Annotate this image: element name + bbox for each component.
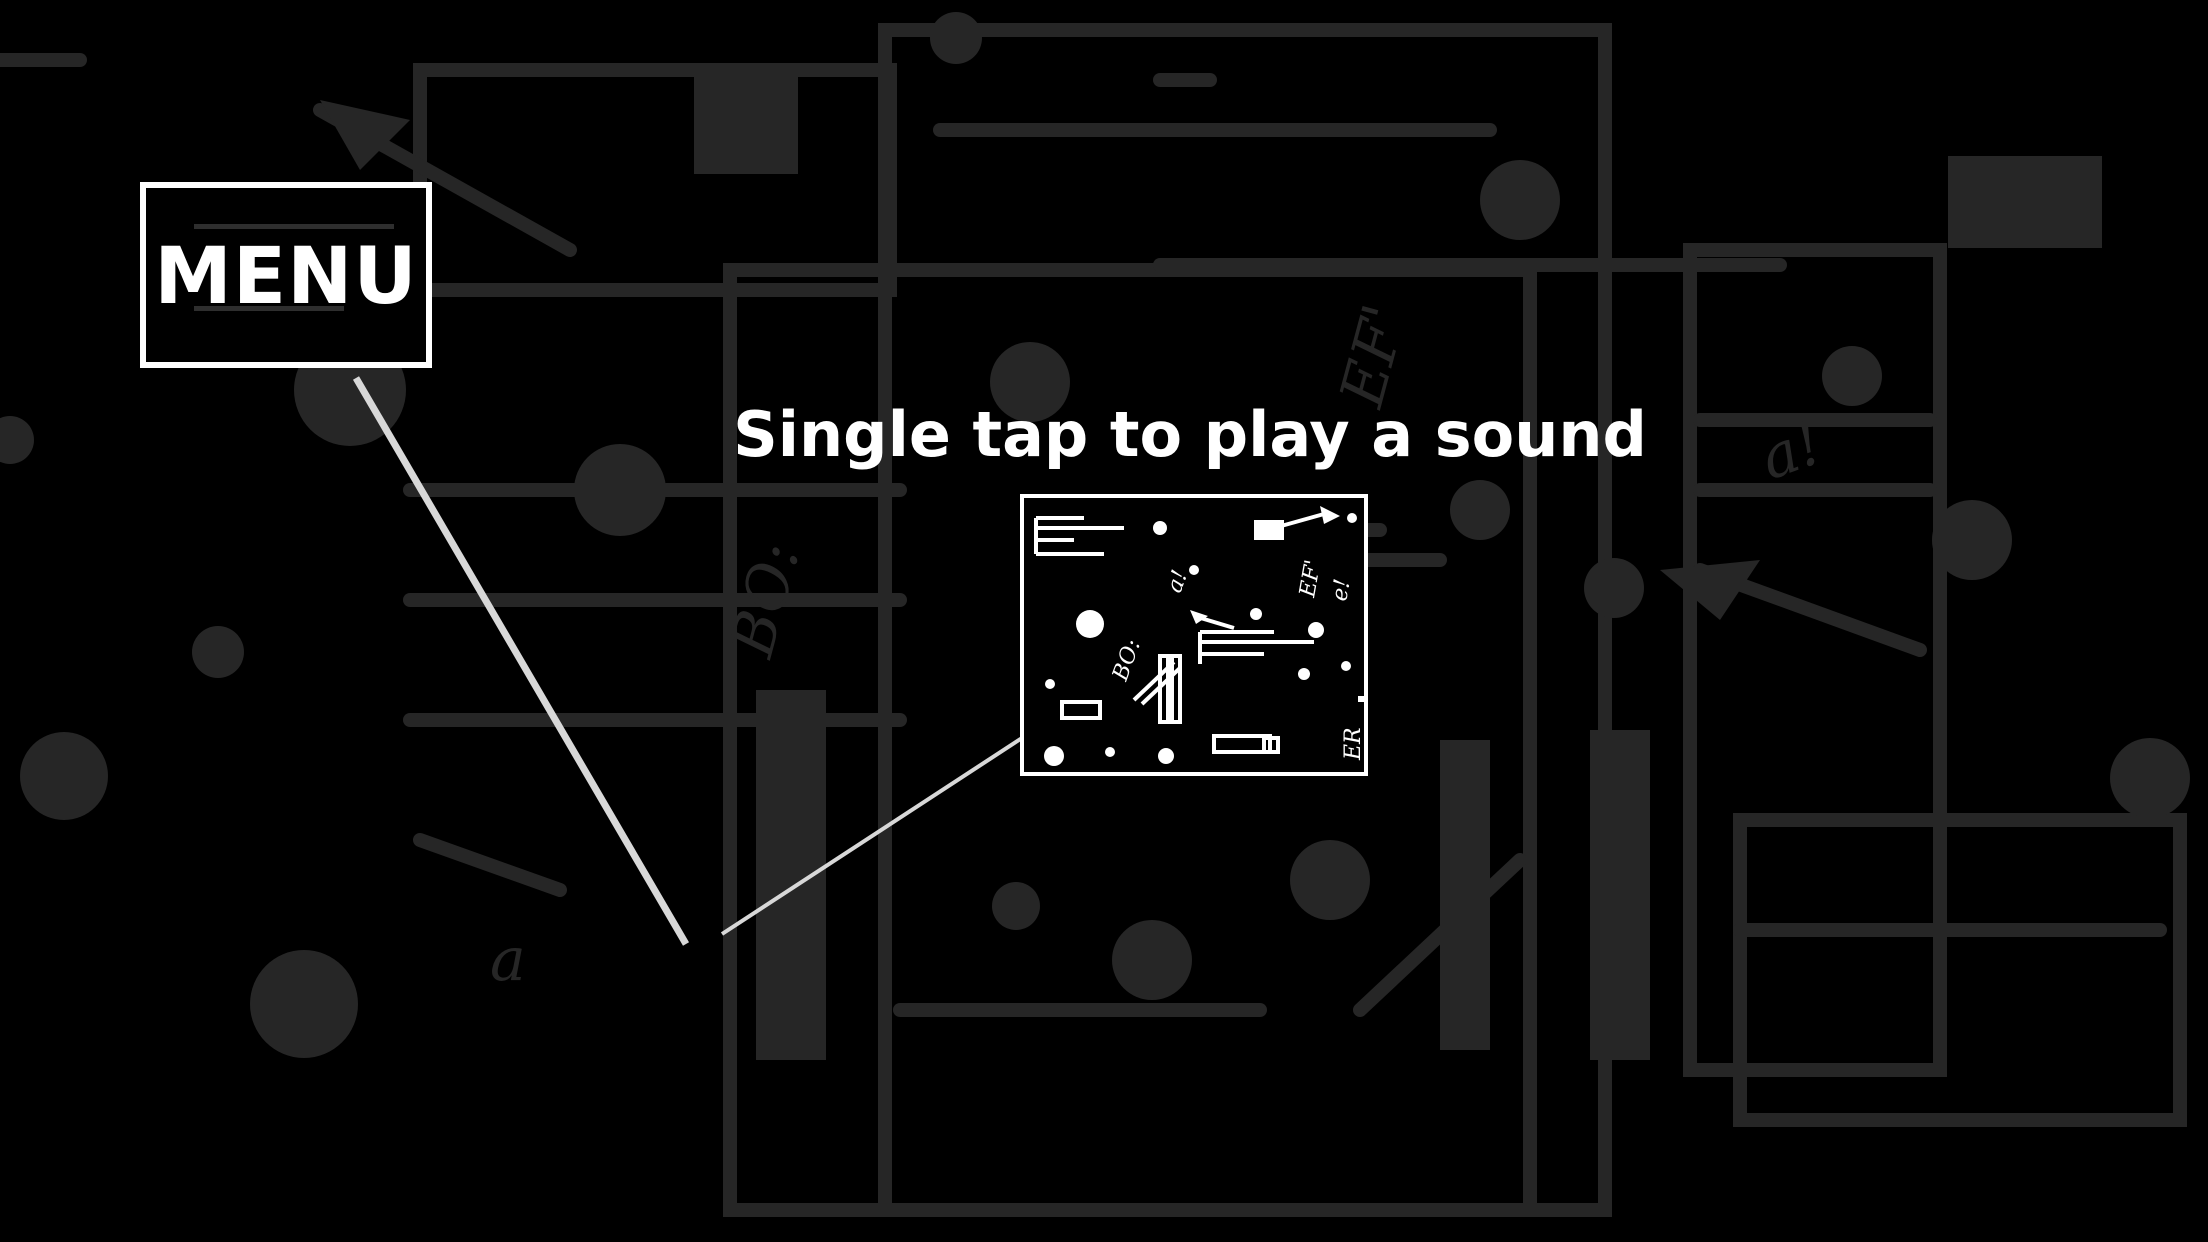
svg-text:BO:: BO: <box>1108 636 1146 685</box>
svg-text:ER: ER <box>1341 727 1364 761</box>
tutorial-hint-text: Single tap to play a sound <box>733 398 1647 471</box>
score-fragment-tile[interactable]: a! EF' e! BO: ER <box>1020 494 1368 776</box>
menu-button[interactable]: MENU <box>140 182 432 368</box>
score-pointer-line <box>720 736 1024 936</box>
menu-decoration <box>194 306 344 311</box>
svg-text:a!: a! <box>1162 567 1193 596</box>
svg-text:EF': EF' <box>1295 558 1326 600</box>
svg-text:e!: e! <box>1327 577 1355 603</box>
menu-decoration <box>194 224 394 229</box>
score-fragment-graphics: a! EF' e! BO: ER <box>1034 506 1366 766</box>
svg-text:a: a <box>490 925 526 995</box>
menu-label: MENU <box>154 232 418 322</box>
menu-pointer-line <box>352 376 690 946</box>
